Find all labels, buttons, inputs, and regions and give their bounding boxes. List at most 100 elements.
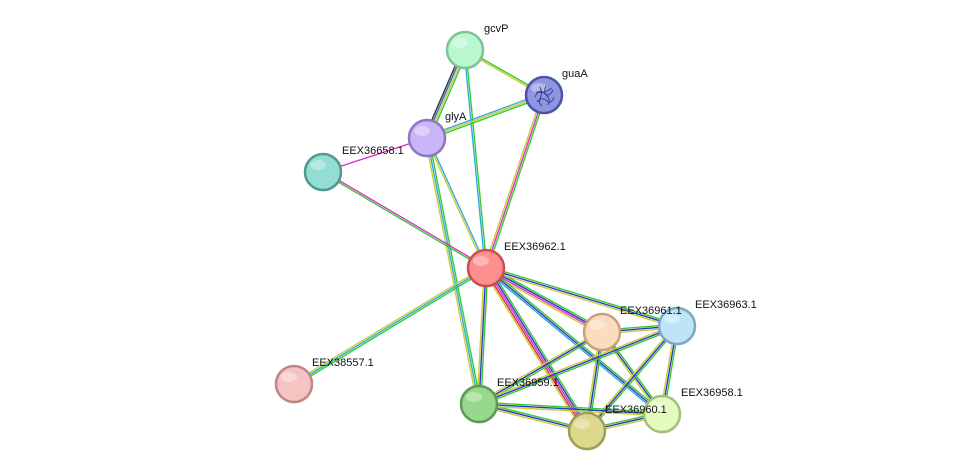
node-label-guaa: guaA — [562, 68, 588, 80]
node-highlight — [531, 83, 547, 93]
edge-channel — [586, 325, 678, 432]
node-layer — [274, 30, 697, 451]
edge-guaa-eex36962-1[interactable] — [483, 93, 547, 270]
node-highlight — [473, 256, 489, 266]
edge-channel — [426, 95, 546, 141]
node-eex36963-1[interactable] — [657, 306, 697, 346]
node-circle[interactable] — [445, 30, 485, 70]
node-label-eex36958-1: EEX36958.1 — [681, 387, 743, 399]
edge-channel — [587, 326, 680, 433]
node-eex36961-1[interactable] — [582, 312, 622, 352]
edge-channel — [478, 325, 678, 405]
edge-channel — [322, 170, 488, 268]
edge-channel — [485, 267, 663, 415]
edge-glya-eex36962-1[interactable] — [425, 136, 488, 270]
edge-channel — [487, 94, 547, 270]
structure-stroke — [538, 86, 543, 107]
edge-channel — [478, 401, 663, 413]
node-label-glya: glyA — [445, 111, 467, 123]
edge-channel — [476, 267, 485, 405]
edge-channel — [478, 331, 603, 405]
edge-eex36961-1-eex36959-1[interactable] — [477, 329, 604, 407]
edge-channel — [478, 267, 487, 405]
node-highlight — [452, 38, 468, 48]
node-glya[interactable] — [407, 118, 447, 158]
edge-channel — [478, 403, 663, 415]
edge-channel — [483, 269, 602, 336]
node-highlight — [664, 314, 680, 324]
node-circle[interactable] — [466, 248, 506, 288]
node-circle[interactable] — [459, 384, 499, 424]
node-label-eex36962-1: EEX36962.1 — [504, 241, 566, 253]
node-highlight — [466, 392, 482, 402]
node-label-gcvp: gcvP — [484, 23, 508, 35]
edge-channel — [485, 267, 678, 327]
node-eex36959-1[interactable] — [459, 384, 499, 424]
edge-eex36959-1-eex36958-1[interactable] — [478, 401, 663, 417]
edge-channel — [484, 268, 662, 417]
edge-channel — [483, 268, 587, 433]
protein-structure-icon — [534, 85, 555, 107]
node-eex38557-1[interactable] — [274, 364, 314, 404]
edge-channel — [424, 137, 478, 406]
edge-channel — [294, 268, 488, 387]
node-circle[interactable] — [274, 364, 314, 404]
node-eex36958-1[interactable] — [642, 394, 682, 434]
node-gcvp[interactable] — [445, 30, 485, 70]
edge-glya-eex36959-1[interactable] — [424, 136, 482, 406]
edge-channel — [484, 269, 678, 329]
edge-channel — [425, 92, 545, 138]
structure-stroke — [534, 89, 554, 98]
edge-channel — [482, 269, 585, 434]
edge-channel — [477, 323, 678, 404]
edge-channel — [485, 267, 588, 432]
edge-eex36962-1-eex38557-1[interactable] — [292, 265, 488, 387]
node-label-eex36658-1: EEX36658.1 — [342, 145, 404, 157]
edge-channel — [484, 268, 603, 334]
edge-channel — [425, 137, 486, 270]
node-label-eex38557-1: EEX38557.1 — [312, 357, 374, 369]
edge-channel — [480, 267, 489, 405]
node-highlight — [649, 402, 665, 412]
edge-channel — [485, 265, 679, 325]
edge-eex36962-1-eex36963-1[interactable] — [484, 265, 679, 329]
node-circle[interactable] — [407, 118, 447, 158]
edge-eex36962-1-eex36960-1[interactable] — [482, 265, 591, 434]
edge-channel — [427, 136, 488, 269]
edge-channel — [321, 172, 487, 270]
node-circle[interactable] — [567, 411, 607, 451]
node-guaa[interactable] — [524, 75, 564, 115]
edge-channel — [426, 94, 545, 139]
edge-guaa-glya[interactable] — [425, 92, 546, 141]
edge-channel — [488, 265, 591, 430]
edge-channel — [483, 93, 543, 269]
node-highlight — [310, 160, 326, 170]
node-eex36960-1[interactable] — [567, 411, 607, 451]
edge-channel — [477, 329, 602, 404]
node-label-eex36960-1: EEX36960.1 — [605, 404, 667, 416]
edge-eex36658-1-eex36962-1[interactable] — [321, 170, 488, 270]
edge-eex36962-1-eex36959-1[interactable] — [476, 267, 489, 405]
node-circle[interactable] — [657, 306, 697, 346]
node-highlight — [281, 372, 297, 382]
node-circle[interactable] — [303, 152, 343, 192]
edge-channel — [478, 326, 679, 407]
edge-channel — [486, 266, 590, 431]
edge-channel — [485, 94, 545, 269]
edge-eex36962-1-eex36958-1[interactable] — [484, 265, 664, 417]
node-eex36658-1[interactable] — [303, 152, 343, 192]
edge-channel — [293, 267, 487, 385]
edge-layer — [292, 48, 680, 434]
edge-channel — [428, 136, 482, 405]
node-circle[interactable] — [582, 312, 622, 352]
structure-stroke — [535, 87, 553, 93]
edge-eex36963-1-eex36959-1[interactable] — [477, 323, 679, 407]
edge-channel — [292, 265, 486, 384]
node-eex36962-1[interactable] — [466, 248, 506, 288]
edge-gcvp-eex36962-1[interactable] — [463, 49, 488, 269]
node-circle[interactable] — [524, 75, 564, 115]
edge-channel — [478, 405, 663, 417]
node-circle[interactable] — [642, 394, 682, 434]
